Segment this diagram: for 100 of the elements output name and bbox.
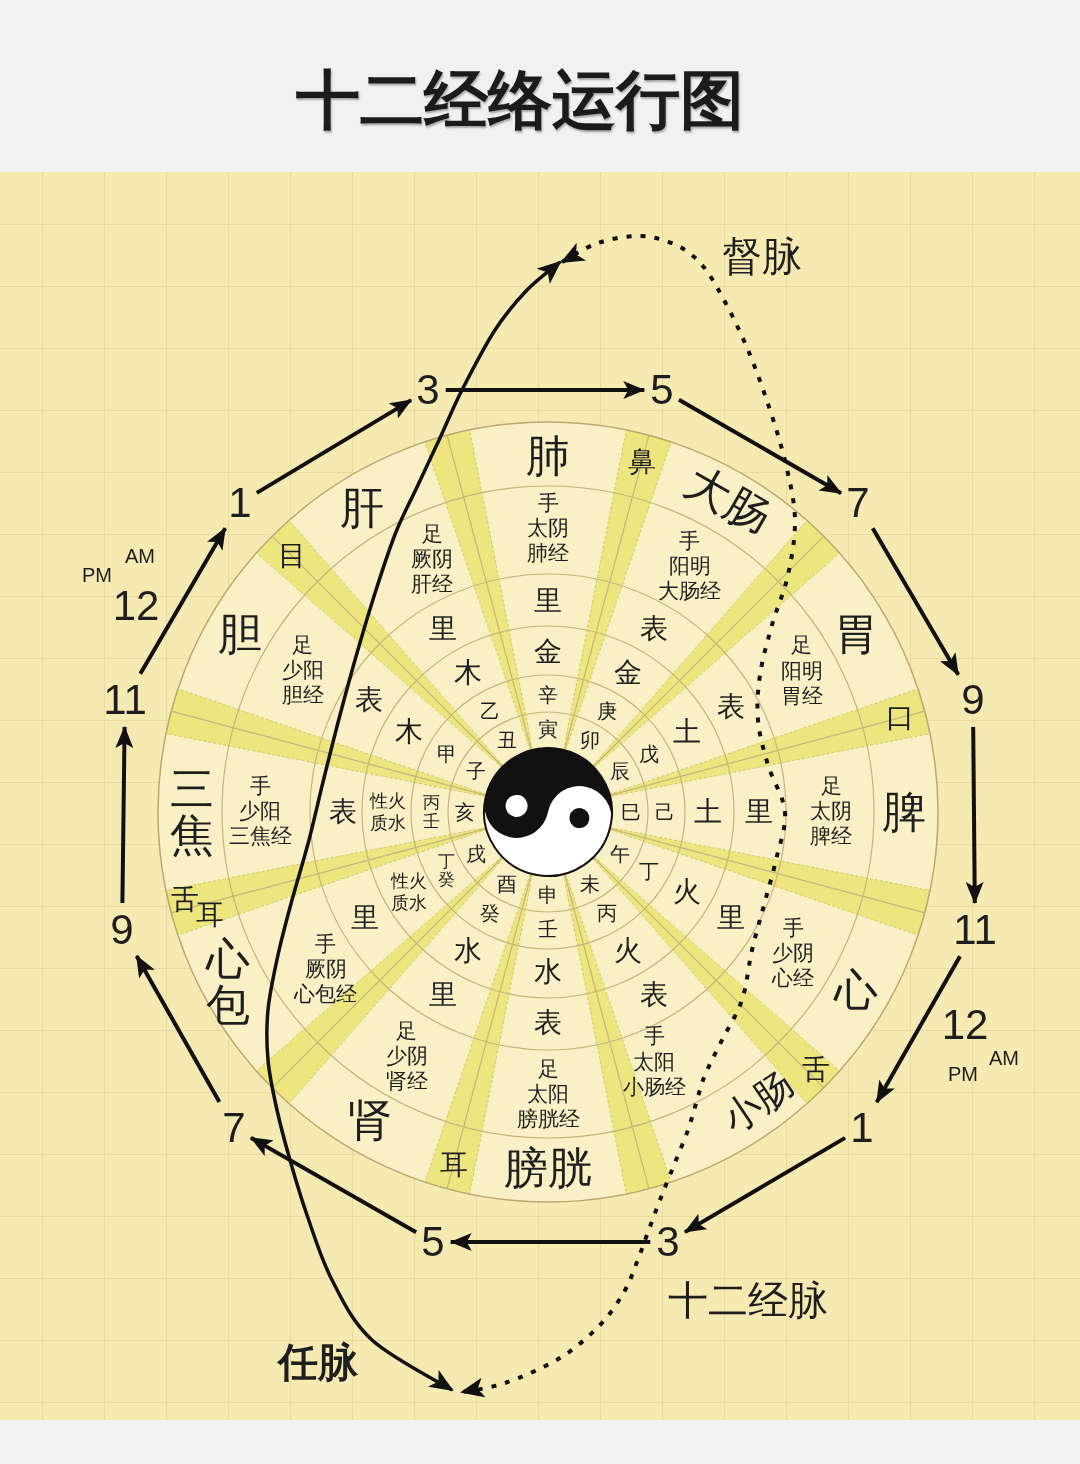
hour-number: 1 [850,1107,874,1149]
hour-number: 11 [953,909,997,951]
organ-name: 心包 [206,935,251,1029]
ring-label: 水 [454,936,482,965]
ring-label: 表 [534,1009,562,1037]
arrow [677,397,843,496]
arrow [134,954,222,1104]
ring-label: 木 [454,659,482,688]
ring-label: 亥 [455,802,475,822]
ring-label: 丑 [496,730,517,751]
meridian-name: 足太阴脾经 [810,774,852,850]
hour-number: 5 [421,1221,445,1263]
organ-name: 肺 [526,434,570,478]
ring-label: 性火质水 [370,790,406,834]
ring-label: 土 [694,798,722,826]
ring-label: 里 [428,615,457,644]
ring-label: 表 [639,615,668,644]
organ-name: 三焦 [170,765,214,859]
hour-number: 9 [110,909,134,951]
organ-name: 胆 [217,612,262,656]
ring-label: 表 [639,980,668,1009]
meridian-name: 手太阳小肠经 [622,1024,686,1101]
meridian-name: 手少阳三焦经 [228,774,292,850]
meridian-name: 手少阴心经 [772,915,815,992]
meridian-name: 足太阳膀胱经 [516,1057,580,1133]
organ-name: 胃 [834,612,879,656]
hour-number: 12 [112,585,160,627]
ring-label: 丙壬 [422,793,440,831]
ring-label: 里 [351,903,380,932]
ring-label: 里 [716,903,745,932]
diagram-label: 十二经脉 [668,1280,828,1320]
hour-number: 12 [941,1004,989,1046]
ring-label: 水 [534,958,562,986]
ring-label: 金 [534,638,562,666]
meridian-name: 足阳明胃经 [780,633,823,710]
hour-number: 7 [846,482,870,524]
wedge-label: 口 [885,703,914,732]
wedge-label: 耳 [196,901,225,930]
curve-label: 督脉 [722,236,802,276]
ring-label: 里 [534,587,562,615]
ring-label: 卯 [579,730,600,751]
meridian-name: 足少阴肾经 [385,1019,428,1095]
ring-label: 午 [609,843,630,864]
ring-label: 壬 [538,919,558,939]
wedge-label: 舌 [801,1056,830,1085]
arrow [249,1135,418,1235]
arrow [449,1233,651,1251]
ring-label: 未 [579,873,600,894]
organ-name: 心 [834,968,879,1012]
hour-number: 3 [416,369,440,411]
ring-label: 木 [395,718,424,746]
meridian-name: 手阳明大肠经 [658,529,721,605]
ring-label: 辛 [538,685,558,705]
curve-label: 任脉 [278,1342,358,1382]
hour-number: 11 [103,679,147,721]
ring-label: 癸 [479,903,500,924]
hour-number: 3 [656,1221,680,1263]
hour-number: 9 [961,679,985,721]
ring-label: 里 [428,980,457,1009]
ring-label: 甲 [436,743,457,764]
meridian-name: 手厥阴心包经 [294,932,358,1008]
ring-label: 性火质水 [391,870,428,914]
ring-label: 土 [672,718,701,746]
organ-name: 膀胱 [504,1146,592,1190]
ring-label: 火 [614,936,642,965]
arrow [683,1136,847,1234]
organ-name: 脾 [882,790,926,834]
meridian-name: 手太阴肺经 [527,491,569,567]
hour-number: 7 [222,1107,246,1149]
ring-label: 金 [614,659,642,688]
ring-label: 火 [672,878,701,906]
wedge-label: 鼻 [627,448,656,477]
ring-label: 酉 [496,873,517,894]
ring-label: 戌 [466,843,487,864]
am-pm-label: AM [125,546,155,566]
ring-label: 表 [355,686,384,715]
arrow [445,381,646,399]
hour-number: 5 [650,369,674,411]
organ-name: 小肠 [716,1064,801,1139]
ring-label: 巳 [621,802,641,822]
ring-label: 戊 [639,743,660,764]
meridian-name: 足少阳胆经 [281,632,324,709]
arrow [255,398,413,495]
wedge-label: 目 [278,542,306,570]
hour-number: 1 [228,482,252,524]
ring-label: 辰 [609,760,630,781]
organ-name: 肝 [340,486,384,531]
ring-label: 表 [329,798,357,826]
arrow [965,726,984,904]
ring-label: 申 [538,885,558,905]
arrow [874,955,962,1104]
ring-label: 丙 [596,903,617,924]
am-pm-label: PM [82,565,112,585]
am-pm-label: PM [948,1064,978,1084]
ring-label: 里 [745,798,773,826]
title: 十二经络运行图 [296,68,744,132]
ring-label: 己 [655,802,675,822]
ring-label: 寅 [538,719,558,739]
organ-name: 肾 [348,1098,392,1143]
arrow [115,726,134,904]
